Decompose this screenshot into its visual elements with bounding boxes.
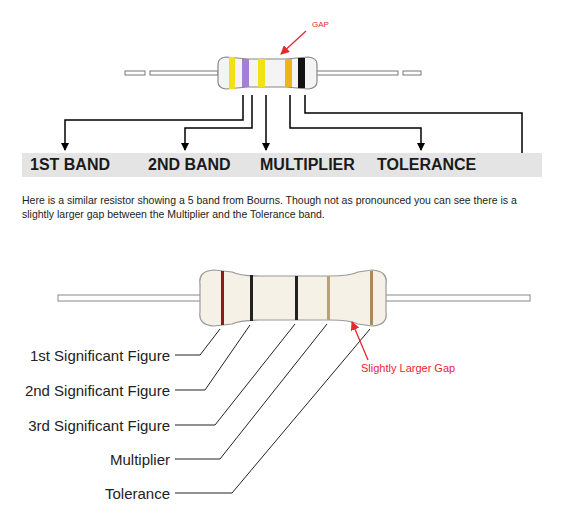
gap-note: Slightly Larger Gap [361, 361, 455, 376]
figure-leaders [175, 324, 370, 493]
larger-gap-arrow [352, 322, 368, 360]
figure-label: 1st Significant Figure [30, 346, 170, 366]
figure-label: 3rd Significant Figure [28, 416, 170, 436]
gap-label: GAP [312, 20, 329, 31]
five-band-resistor [58, 270, 530, 326]
band-name: MULTIPLIER [260, 155, 355, 175]
band-leaders [65, 95, 522, 161]
gap-arrow [281, 31, 306, 54]
band-name: 2ND BAND [148, 155, 231, 175]
figure-label: Multiplier [110, 450, 170, 470]
four-band-resistor [125, 57, 421, 89]
label-bar: 1ST BAND 2ND BAND MULTIPLIER TOLERANCE [22, 153, 542, 177]
description-text: Here is a similar resistor showing a 5 b… [22, 193, 547, 221]
band-name: 1ST BAND [30, 155, 110, 175]
figure-label: Tolerance [105, 484, 170, 504]
band-name: TOLERANCE [377, 155, 476, 175]
figure-label: 2nd Significant Figure [25, 381, 170, 401]
